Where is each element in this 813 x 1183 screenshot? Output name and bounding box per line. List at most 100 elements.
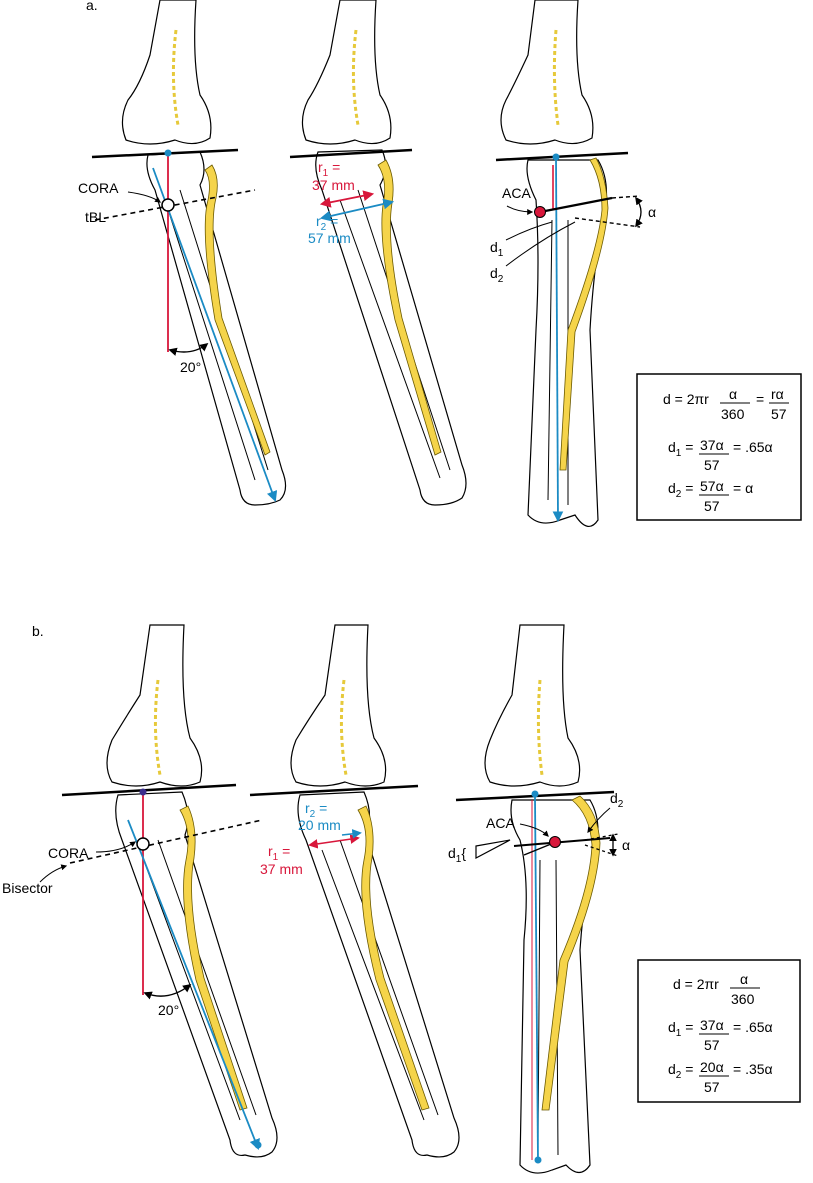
a-f3-sub: 2 <box>676 489 682 500</box>
b1-cora-point <box>136 837 150 851</box>
a2-r2-value: 57 mm <box>308 230 351 246</box>
a-f1-den: 360 <box>721 406 745 422</box>
panel-a-leg-3 <box>500 0 609 527</box>
b2-tibia-inner <box>321 839 439 1121</box>
b1-fibula <box>179 805 248 1111</box>
a1-angle-arc <box>168 342 209 356</box>
a3-aca-point <box>534 206 546 218</box>
b3-d1-brace: { <box>461 845 466 861</box>
b1-bisector-line <box>69 819 263 864</box>
b2-r1-r: r <box>268 843 273 859</box>
a2-r2-arrow <box>319 198 395 222</box>
b3-bottom-point <box>534 1156 542 1164</box>
b2-r2-eq: = <box>315 800 327 816</box>
a1-femur <box>121 0 212 145</box>
b-f3-d: d <box>668 1061 676 1077</box>
a1-tbl-label: tBL <box>85 209 106 225</box>
a2-r1-eq: = <box>328 159 340 175</box>
a-f3-rhs: = α <box>733 480 753 496</box>
a-f3-den: 57 <box>704 498 720 514</box>
b2-r1-arrow <box>308 834 360 849</box>
b3-d1-wedge <box>475 839 511 859</box>
a1-angle-label: 20° <box>180 359 201 375</box>
panel-a-letter: a. <box>86 0 98 13</box>
b1-angle-label: 20° <box>158 1002 179 1018</box>
b2-r2-sub: 2 <box>310 809 316 820</box>
b2-femur <box>290 624 387 787</box>
b-f3-sub: 2 <box>676 1070 682 1081</box>
b3-d2-leader <box>587 807 611 833</box>
a-f1-num2: rα <box>771 386 784 402</box>
a-f1-num: α <box>729 386 737 402</box>
a3-d1-sub: 1 <box>498 248 504 259</box>
a3-femur-canal <box>552 29 560 126</box>
b2-r1-value: 37 mm <box>260 861 303 877</box>
b-f1-num: α <box>740 971 748 987</box>
b3-aca-leader <box>519 823 549 837</box>
b2-fibula <box>357 805 430 1111</box>
a3-alpha-arc <box>635 196 643 228</box>
b1-femur-canal <box>153 679 162 776</box>
b3-femur <box>484 624 581 787</box>
b-f3-rhs: = .35α <box>733 1061 773 1077</box>
a3-alpha-label: α <box>648 204 656 220</box>
panel-b-leg-3 <box>484 624 601 1174</box>
a1-fibula <box>204 164 271 456</box>
a1-femur-canal <box>171 29 180 126</box>
a-f3-num: 57α <box>700 478 724 494</box>
a2-r2-sub: 2 <box>321 222 327 233</box>
b-f2-den: 57 <box>704 1037 720 1053</box>
b3-fibula <box>541 795 601 1111</box>
a3-joint-line <box>495 151 629 162</box>
a3-d1-d: d <box>490 239 498 255</box>
b2-joint-line <box>249 784 419 797</box>
b-f3-eq: = <box>681 1061 693 1077</box>
panel-a-formula-box: d = 2πr α 360 = rα 57 d1 = 37α 57 = .65α… <box>636 373 802 521</box>
b2-r2-r: r <box>305 800 310 816</box>
b3-cut-line-1 <box>513 837 611 847</box>
a3-d1-leader <box>505 221 553 241</box>
b2-r2-arrow <box>341 829 362 839</box>
a3-d1-label: d1 <box>490 239 504 259</box>
a3-femur <box>500 0 594 145</box>
b1-bisector-label: Bisector <box>2 880 53 896</box>
b-f1-den: 360 <box>731 991 755 1007</box>
a1-cora-leader <box>127 191 161 203</box>
a3-fibula <box>559 157 609 471</box>
b2-r1-sub: 1 <box>273 852 279 863</box>
b-f2-eq: = <box>681 1019 693 1035</box>
a3-cut-line <box>539 196 613 214</box>
a-f2-num: 37α <box>700 437 724 453</box>
a3-d2-d: d <box>490 265 498 281</box>
formula-box-a-frame <box>636 373 802 521</box>
b-f2-sub: 1 <box>676 1028 682 1039</box>
b3-d1-label: d1{ <box>448 845 466 865</box>
panel-a-leg-2 <box>301 0 467 506</box>
b3-femur-canal <box>536 679 544 776</box>
a3-alpha-line-2 <box>574 217 641 228</box>
b1-cora-leader <box>95 841 136 853</box>
a-f2-eq: = <box>681 439 693 455</box>
a3-d2-sub: 2 <box>498 274 504 285</box>
a2-femur <box>301 0 392 145</box>
b3-top-point <box>531 790 539 798</box>
a3-top-point <box>552 153 560 161</box>
b-f1-lhs: d = 2πr <box>673 976 719 992</box>
a1-tbl-line <box>94 189 256 221</box>
a3-d2-leader <box>505 221 576 267</box>
panel-b-formula-box: d = 2πr α 360 d1 = 37α 57 = .65α d2 = 20… <box>637 959 801 1103</box>
b2-femur-canal <box>339 679 348 776</box>
b2-r1-eq: = <box>278 843 290 859</box>
b3-d2-label: d2 <box>610 790 624 810</box>
b3-aca-point <box>549 836 561 848</box>
b2-r2-label: r2 = <box>305 800 327 820</box>
a2-joint-line <box>289 148 413 159</box>
a-f1-lhs: d = 2πr <box>663 391 709 407</box>
b1-blue-axis <box>127 819 260 1151</box>
a-f2-den: 57 <box>704 457 720 473</box>
b1-angle-arc <box>143 983 192 1000</box>
a1-blue-axis <box>152 167 278 503</box>
b3-alpha-label: α <box>622 837 630 853</box>
b-f2-lhs: d1 = <box>668 1019 693 1039</box>
